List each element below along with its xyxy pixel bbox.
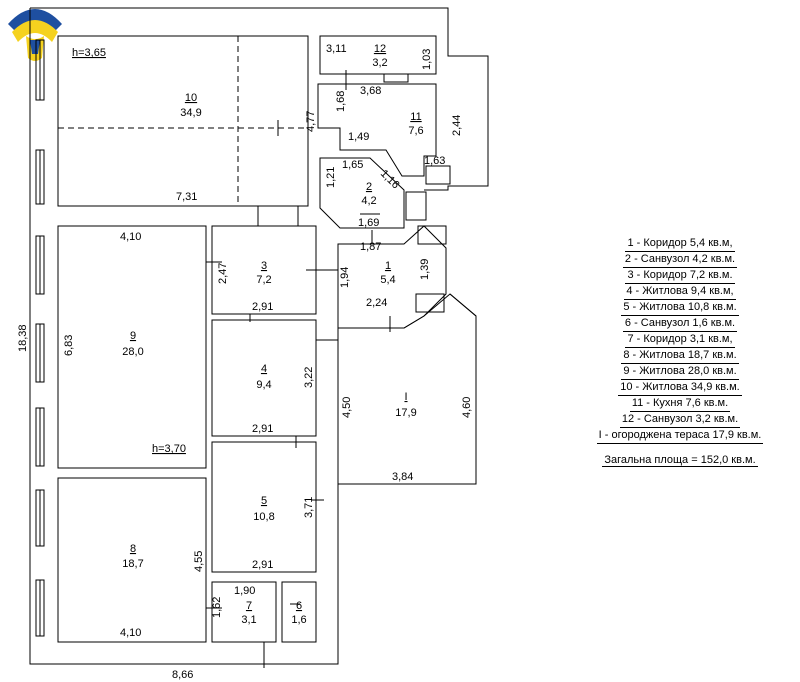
- dim-1-21: 1,21: [325, 167, 337, 188]
- dim-1-16: 1,16: [378, 168, 402, 192]
- dim-1-49: 1,49: [348, 131, 369, 143]
- room-4-number: 4: [261, 363, 267, 375]
- room-7-area: 3,1: [241, 614, 256, 626]
- room-2-number: 2: [366, 181, 372, 193]
- dim-1-65: 1,65: [342, 159, 363, 171]
- dim-1-94: 1,94: [339, 267, 351, 288]
- dim-1-63: 1,63: [424, 155, 445, 167]
- height-label-top: h=3,65: [72, 47, 106, 59]
- legend-item: 7 - Коридор 3,1 кв.м,: [625, 332, 735, 348]
- room-1-number: 1: [385, 260, 391, 272]
- legend-item: 2 - Санвузол 4,2 кв.м.: [622, 252, 738, 268]
- terrace-number: I: [404, 391, 407, 403]
- room-10-number: 10: [185, 92, 197, 104]
- dim-2-24: 2,24: [366, 297, 387, 309]
- dim-1-87: 1,87: [360, 241, 381, 253]
- legend-item: 6 - Санвузол 1,6 кв.м.: [622, 316, 738, 332]
- dim-3-68: 3,68: [360, 85, 381, 97]
- room-9-number: 9: [130, 330, 136, 342]
- dim-2-91-b: 2,91: [252, 423, 273, 435]
- room-11-area: 7,6: [408, 125, 423, 137]
- legend-item: 10 - Житлова 34,9 кв.м.: [618, 380, 742, 396]
- dim-2-91-a: 2,91: [252, 301, 273, 313]
- room-1-area: 5,4: [380, 274, 395, 286]
- dim-2-47: 2,47: [217, 263, 229, 284]
- room-legend: 1 - Коридор 5,4 кв.м, 2 - Санвузол 4,2 к…: [570, 236, 790, 467]
- legend-item: 4 - Житлова 9,4 кв.м,: [624, 284, 736, 300]
- room-8-area: 18,7: [122, 558, 143, 570]
- dim-4-50: 4,50: [341, 397, 353, 418]
- dim-1-90: 1,90: [234, 585, 255, 597]
- legend-item: 8 - Житлова 18,7 кв.м.: [621, 348, 739, 364]
- legend-item: 1 - Коридор 5,4 кв.м,: [625, 236, 735, 252]
- dim-3-11: 3,11: [326, 43, 347, 55]
- dim-1-39: 1,39: [419, 259, 431, 280]
- room-7-number: 7: [246, 600, 252, 612]
- room-2-area: 4,2: [361, 195, 376, 207]
- room-6-number: 6: [296, 600, 302, 612]
- dimension-labels: 3,11 1,03 3,68 1,68 4,77 2,44 1,49 1,63 …: [17, 43, 473, 681]
- dim-4-55: 4,55: [193, 551, 205, 572]
- room-3-area: 7,2: [256, 274, 271, 286]
- legend-item: 9 - Житлова 28,0 кв.м.: [621, 364, 739, 380]
- dim-1-62: 1,62: [211, 597, 223, 618]
- dim-18-38: 18,38: [17, 324, 29, 352]
- dim-1-69: 1,69: [358, 217, 379, 229]
- dim-1-68: 1,68: [335, 91, 347, 112]
- legend-item: 5 - Житлова 10,8 кв.м.: [621, 300, 739, 316]
- room-6-area: 1,6: [291, 614, 306, 626]
- legend-item: 3 - Коридор 7,2 кв.м.: [625, 268, 735, 284]
- dim-4-10-top: 4,10: [120, 231, 141, 243]
- room-4-area: 9,4: [256, 379, 271, 391]
- room-11-number: 11: [410, 111, 421, 123]
- legend-item: 12 - Санвузол 3,2 кв.м.: [619, 412, 741, 428]
- dim-4-60: 4,60: [461, 397, 473, 418]
- room-8-number: 8: [130, 543, 136, 555]
- room-3-number: 3: [261, 260, 267, 272]
- room-5-number: 5: [261, 495, 267, 507]
- room-12-area: 3,2: [372, 57, 387, 69]
- dim-4-77: 4,77: [305, 111, 317, 132]
- room-labels: 10 34,9 12 3,2 11 7,6 2 4,2 3 7,2 1 5,4 …: [122, 43, 423, 626]
- total-area: Загальна площа = 152,0 кв.м.: [602, 454, 758, 467]
- room-9-area: 28,0: [122, 346, 143, 358]
- height-label-room9: h=3,70: [152, 443, 186, 455]
- dim-2-44: 2,44: [451, 115, 463, 136]
- legend-item: 11 - Кухня 7,6 кв.м.: [629, 396, 731, 412]
- room-10-area: 34,9: [180, 107, 201, 119]
- dim-3-22: 3,22: [303, 367, 315, 388]
- dim-3-71: 3,71: [303, 497, 315, 518]
- dim-8-66: 8,66: [172, 669, 193, 681]
- legend-item: І - огороджена тераса 17,9 кв.м.: [596, 428, 764, 444]
- dim-2-91-c: 2,91: [252, 559, 273, 571]
- dim-6-83: 6,83: [63, 335, 75, 356]
- dim-7-31: 7,31: [176, 191, 197, 203]
- dim-3-84: 3,84: [392, 471, 413, 483]
- terrace-area: 17,9: [395, 407, 416, 419]
- room-12-number: 12: [374, 43, 386, 55]
- dim-4-10-bottom: 4,10: [120, 627, 141, 639]
- dim-1-03: 1,03: [421, 49, 433, 70]
- room-5-area: 10,8: [253, 511, 274, 523]
